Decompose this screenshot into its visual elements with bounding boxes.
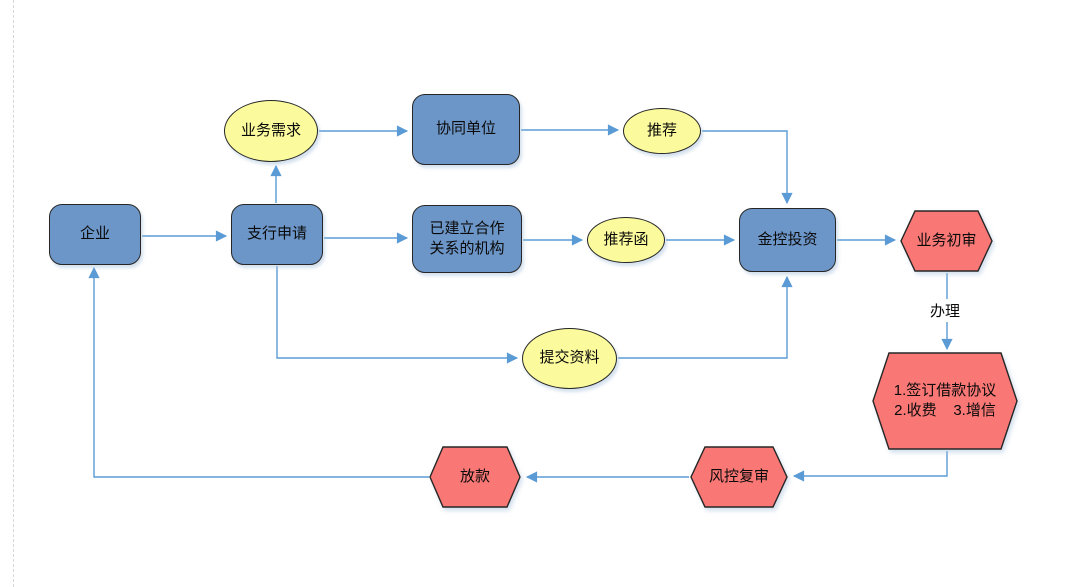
node-jinkong-investment[interactable]: 金控投资	[739, 208, 836, 272]
node-coordinating-unit-label: 协同单位	[435, 120, 496, 138]
node-risk-review-label: 风控复审	[708, 467, 769, 485]
edge-label-handle: 办理	[927, 299, 964, 322]
connector-loan-to-enterprise	[88, 266, 429, 478]
node-recommend-letter-label: 推荐函	[603, 230, 649, 248]
node-recommend[interactable]: 推荐	[623, 108, 701, 154]
connector-recommend-to-jinkong	[702, 130, 793, 205]
node-initial-review-label: 业务初审	[916, 231, 977, 249]
node-loan-disbursement-label: 放款	[459, 467, 490, 485]
connector-submit-to-jinkong	[618, 275, 793, 359]
connector-branch-to-submit	[276, 266, 519, 364]
node-business-demand[interactable]: 业务需求	[224, 100, 318, 162]
node-business-demand-label: 业务需求	[240, 121, 301, 139]
node-recommend-label: 推荐	[646, 121, 677, 139]
node-branch-apply-label: 支行申请	[246, 225, 307, 243]
node-sign-agreement[interactable]: 1.签订借款协议 2.收费 3.增信	[872, 352, 1018, 450]
node-initial-review[interactable]: 业务初审	[900, 210, 993, 272]
hexagon-shape	[872, 352, 1018, 450]
node-submit-materials-label: 提交资料	[539, 349, 600, 367]
node-risk-review[interactable]: 风控复审	[690, 446, 788, 508]
hexagon-shape	[900, 210, 993, 272]
node-coordinating-unit[interactable]: 协同单位	[412, 94, 520, 165]
node-partner-institution[interactable]: 已建立合作 关系的机构	[412, 205, 522, 273]
node-loan-disbursement[interactable]: 放款	[429, 446, 521, 508]
hexagon-shape	[429, 446, 521, 508]
sign-agreement-line1: 1.签订借款协议	[893, 381, 997, 399]
node-recommend-letter[interactable]: 推荐函	[587, 217, 665, 263]
node-enterprise[interactable]: 企业	[49, 204, 141, 265]
hexagon-shape	[690, 446, 788, 508]
node-enterprise-label: 企业	[79, 225, 110, 243]
node-branch-apply[interactable]: 支行申请	[231, 204, 323, 265]
node-sign-agreement-label: 1.签订借款协议 2.收费 3.增信	[894, 381, 997, 422]
sign-agreement-line2: 2.收费 3.增信	[894, 402, 996, 419]
connector-agreement-to-risk-review	[792, 451, 948, 482]
page-margin-guide	[13, 0, 14, 587]
node-submit-materials[interactable]: 提交资料	[522, 328, 617, 389]
node-jinkong-investment-label: 金控投资	[757, 230, 818, 248]
node-partner-institution-label: 已建立合作 关系的机构	[429, 219, 505, 257]
